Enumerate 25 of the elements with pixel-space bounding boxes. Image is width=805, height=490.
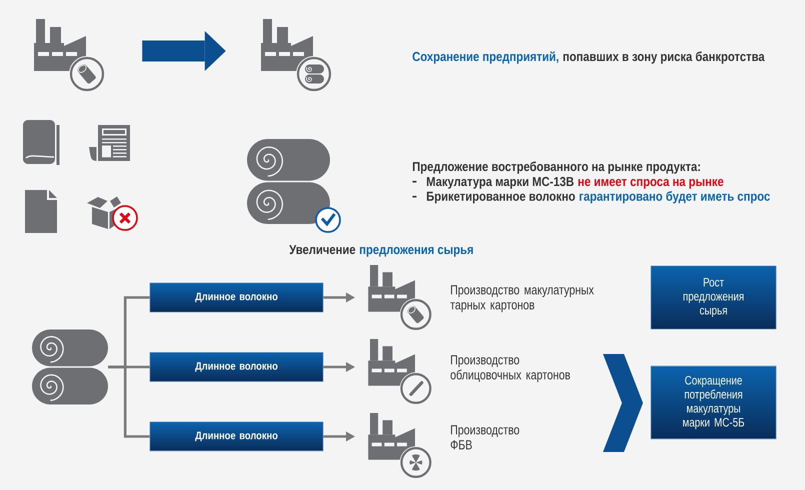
list-item: Макулатура марки МС-13В — [426, 176, 574, 189]
chevron-arrow — [602, 354, 643, 452]
block-arrow — [142, 31, 226, 71]
headline-text: Сохранение предприятий, — [412, 51, 558, 64]
process-box: Длинное волокно — [150, 282, 324, 312]
node-caption: Производство облицовочных картонов — [450, 355, 570, 382]
arrow — [323, 362, 355, 372]
arrow — [323, 432, 355, 442]
process-box: Длинное волокно — [150, 422, 324, 452]
process-box: Длинное волокно — [150, 352, 324, 382]
section-title: Увеличение — [289, 245, 356, 254]
factory-icon — [261, 19, 332, 92]
emphasis-text: не имеет спроса на рынке — [578, 179, 724, 189]
process-box: Рост предложения сырья — [650, 266, 776, 330]
headline-text: попавших в зону риска банкротства — [563, 51, 765, 64]
factory-icon — [34, 19, 105, 92]
process-box: Сокращение потребления макулатуры марки МС-5Б — [650, 366, 776, 440]
list-item: Брикетированное волокно — [426, 192, 575, 204]
emphasis-text: гарантировано будет иметь спрос — [580, 191, 770, 204]
rolls-icon — [32, 330, 108, 404]
node-caption: Производство макулатурных тарных картонов — [450, 285, 594, 312]
node-caption: Производство ФБВ — [450, 425, 520, 450]
list-heading: Предложение востребованного на рынке продукта: — [412, 161, 700, 174]
arrow — [323, 292, 355, 302]
connector-line — [108, 366, 150, 438]
